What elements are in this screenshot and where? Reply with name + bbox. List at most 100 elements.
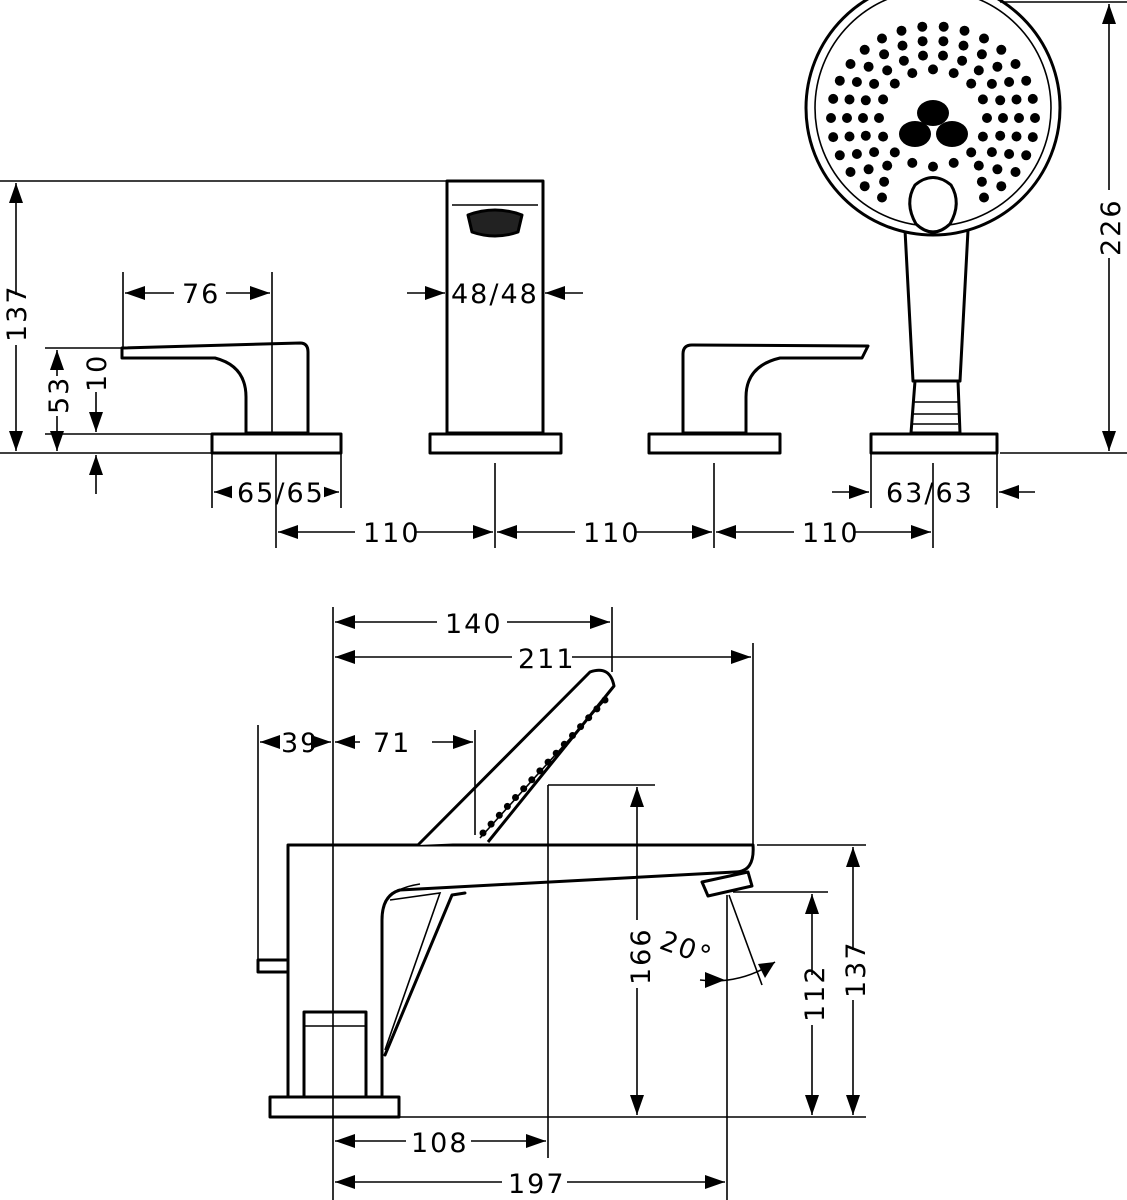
front-view: 137 76 48/48 53 10 (0, 0, 1127, 549)
nozzle-dot (907, 68, 918, 79)
nozzle-dot (995, 130, 1006, 141)
nozzle-dot (896, 25, 907, 36)
nozzle-dot (1030, 113, 1040, 123)
nozzle-dot (859, 44, 870, 55)
nozzle-dot (918, 50, 928, 61)
dim-226: 226 (1096, 198, 1127, 256)
nozzle-dot (1027, 132, 1038, 143)
nozzle-dot (898, 55, 909, 66)
nozzle-dot (1021, 150, 1032, 161)
nozzle-dot (996, 181, 1007, 192)
nozzle-dot (834, 150, 845, 161)
nozzle-dot (828, 93, 839, 104)
dim-71: 71 (373, 728, 411, 759)
dim-10: 10 (82, 354, 113, 392)
nozzle-dot (826, 113, 836, 123)
dim-65-65: 65/65 (237, 478, 325, 509)
nozzle-dot (842, 113, 852, 123)
nozzle-dot (1027, 93, 1038, 104)
nozzle-dot (869, 147, 880, 158)
nozzle-dot (860, 95, 871, 106)
left-handle (120, 341, 343, 455)
nozzle-dot (834, 75, 845, 86)
nozzle-dot (982, 113, 992, 123)
nozzle-dot (844, 131, 855, 142)
dim-137-side: 137 (841, 940, 872, 998)
nozzle-dot (938, 21, 949, 32)
nozzle-dot (1010, 59, 1021, 69)
nozzle-dot (863, 61, 874, 72)
nozzle-dot (917, 21, 928, 32)
nozzle-dot (998, 113, 1008, 123)
nozzle-dot (869, 78, 880, 89)
nozzle-dot (977, 94, 988, 105)
nozzle-dot (844, 94, 855, 105)
side-nozzle-dot (479, 829, 487, 837)
dim-76: 76 (182, 279, 220, 310)
nozzle-dot (938, 36, 949, 47)
side-nozzle-dot (495, 811, 503, 819)
dim-48-48: 48/48 (451, 279, 539, 310)
nozzle-dot (928, 64, 938, 75)
nozzle-dot (973, 65, 984, 76)
nozzle-dot (882, 65, 893, 76)
nozzle-dot (979, 192, 989, 203)
nozzle-dot (948, 68, 959, 79)
dim-angle-20: 20° (656, 925, 717, 973)
nozzle-dot (958, 40, 969, 51)
nozzle-dot (959, 25, 970, 36)
nozzle-dot (966, 78, 977, 89)
nozzle-dot (889, 78, 900, 89)
nozzle-dot (828, 132, 839, 143)
hand-shower (804, 0, 1062, 455)
dim-166: 166 (626, 927, 657, 985)
dim-110-a: 110 (363, 518, 421, 549)
nozzle-dot (928, 161, 938, 172)
nozzle-dot (992, 61, 1003, 72)
nozzle-dot (889, 147, 900, 158)
right-handle (647, 343, 870, 455)
nozzle-dot (948, 157, 959, 168)
nozzle-dot (938, 50, 948, 61)
nozzle-dot (1011, 94, 1022, 105)
nozzle-dot (878, 94, 889, 105)
nozzle-dot (1004, 77, 1015, 87)
nozzle-dot (858, 113, 868, 123)
nozzle-dot (976, 49, 987, 60)
nozzle-dot (1021, 75, 1032, 86)
nozzle-dot (917, 36, 928, 47)
nozzle-dot (874, 113, 884, 123)
dim-110-b: 110 (583, 518, 641, 549)
nozzle-dot (973, 160, 984, 171)
front-dimensions: 137 76 48/48 53 10 (0, 1, 1127, 549)
nozzle-dot (996, 44, 1007, 55)
nozzle-dot (863, 164, 874, 175)
nozzle-dot (1014, 113, 1024, 123)
nozzle-dot (897, 40, 908, 51)
nozzle-dot (851, 77, 862, 87)
spout (428, 179, 563, 455)
side-view: 140 211 39 71 166 112 (256, 607, 872, 1200)
dim-137-left: 137 (2, 284, 33, 342)
nozzle-dot (966, 147, 977, 158)
nozzle-dot (979, 33, 989, 44)
side-nozzle-dot (487, 820, 495, 828)
dim-108: 108 (411, 1128, 469, 1159)
nozzle-dot (859, 181, 870, 192)
nozzle-dot (986, 78, 997, 89)
dim-112: 112 (800, 964, 831, 1022)
nozzle-dot (879, 49, 890, 60)
nozzle-dot (860, 130, 871, 141)
nozzle-dot (977, 131, 988, 142)
shower-nozzles (826, 21, 1040, 203)
dim-53: 53 (44, 376, 75, 414)
dim-197: 197 (508, 1169, 566, 1200)
nozzle-dot (907, 157, 918, 168)
nozzle-dot (877, 33, 887, 44)
nozzle-dot (957, 55, 968, 66)
nozzle-dot (1010, 167, 1021, 177)
nozzle-dot (845, 167, 856, 177)
nozzle-dot (845, 59, 856, 69)
nozzle-dot (986, 147, 997, 158)
